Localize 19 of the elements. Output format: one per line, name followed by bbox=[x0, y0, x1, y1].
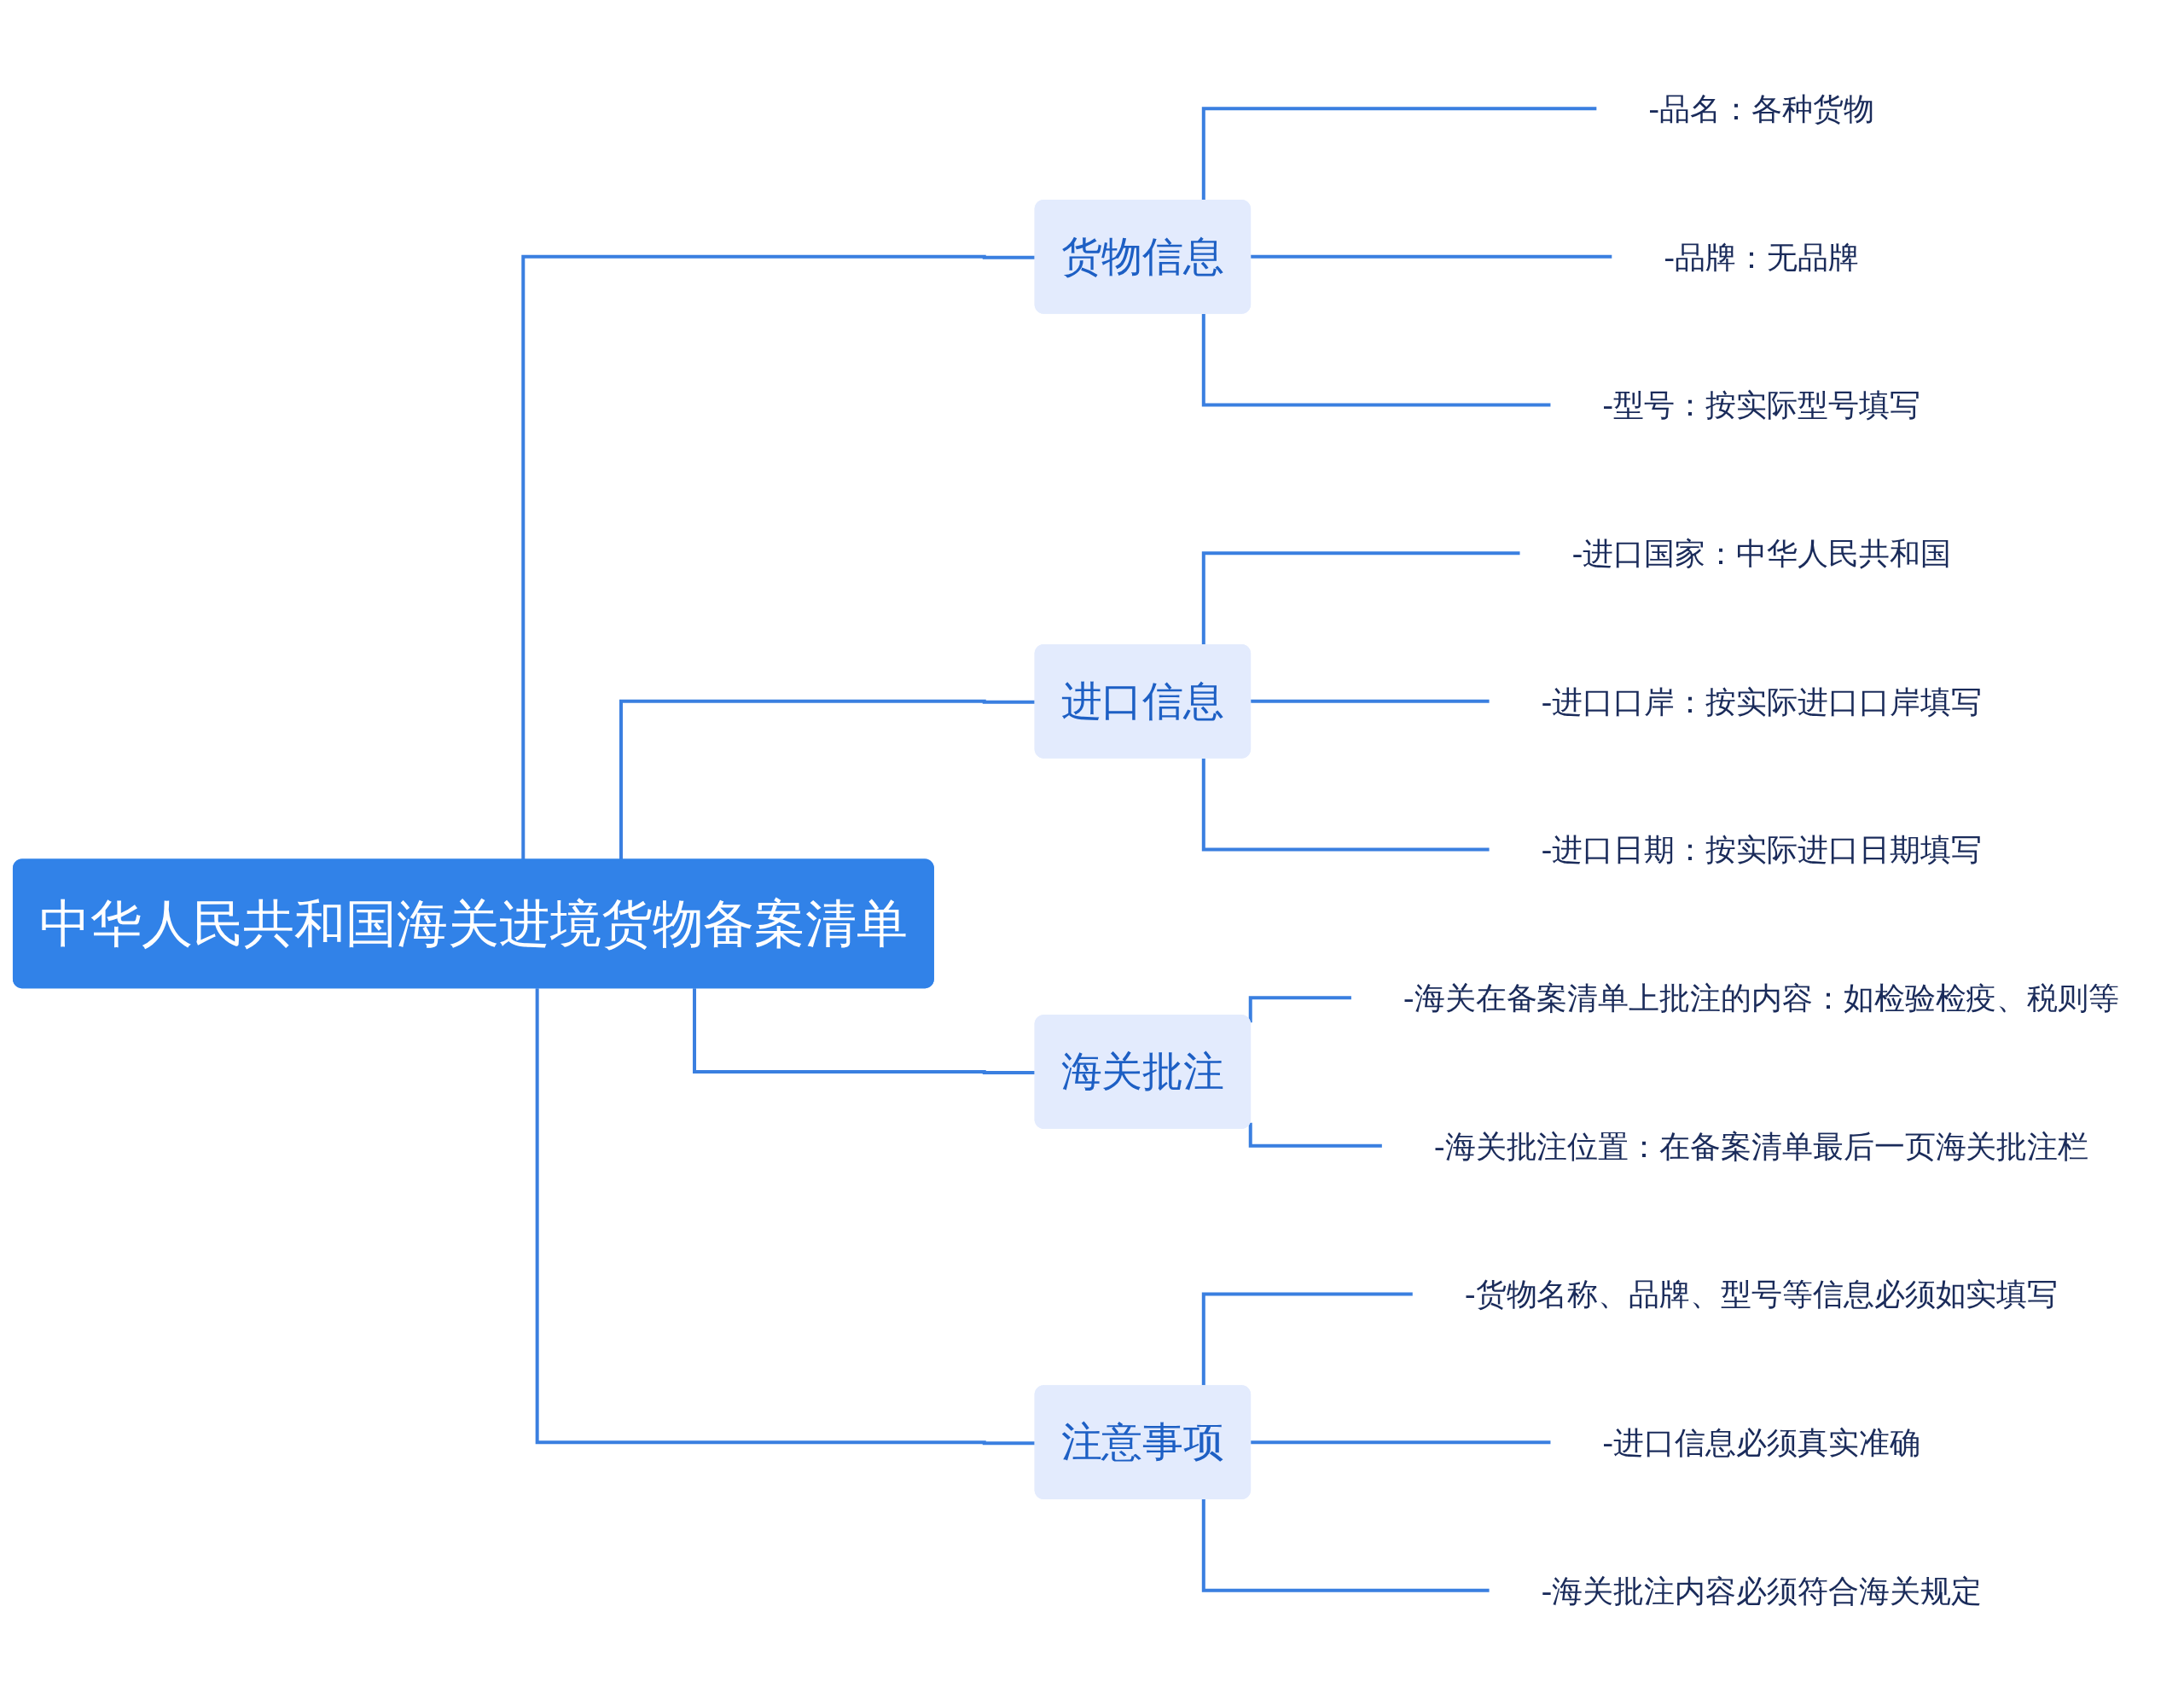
node-text: -进口国家：中华人民共和国 bbox=[1571, 535, 1951, 572]
node-text: -海关在备案清单上批注的内容：如检验检疫、税则等 bbox=[1403, 980, 2120, 1016]
node-text: -品牌：无品牌 bbox=[1664, 238, 1859, 275]
node-text: -海关批注内容必须符合海关规定 bbox=[1541, 1572, 1982, 1609]
node-text: -型号：按实际型号填写 bbox=[1602, 387, 1920, 423]
connector bbox=[1248, 1122, 1383, 1148]
connector bbox=[1201, 107, 1598, 201]
connector bbox=[1201, 1292, 1414, 1388]
connector bbox=[1201, 1499, 1490, 1592]
node-text: -海关批注位置：在备案清单最后一页海关批注栏 bbox=[1433, 1127, 2089, 1164]
node-text: -进口信息必须真实准确 bbox=[1602, 1424, 1920, 1461]
connector bbox=[1201, 758, 1490, 852]
connector bbox=[1248, 996, 1352, 1023]
node-text: -货物名称、品牌、型号等信息必须如实填写 bbox=[1464, 1276, 2059, 1312]
node-text: -进口口岸：按实际进口口岸填写 bbox=[1541, 683, 1982, 719]
node-text: -品名：各种货物 bbox=[1648, 90, 1874, 127]
connector bbox=[1201, 313, 1552, 407]
connector bbox=[1201, 551, 1521, 646]
node-text: -进口日期：按实际进口日期填写 bbox=[1541, 831, 1982, 868]
